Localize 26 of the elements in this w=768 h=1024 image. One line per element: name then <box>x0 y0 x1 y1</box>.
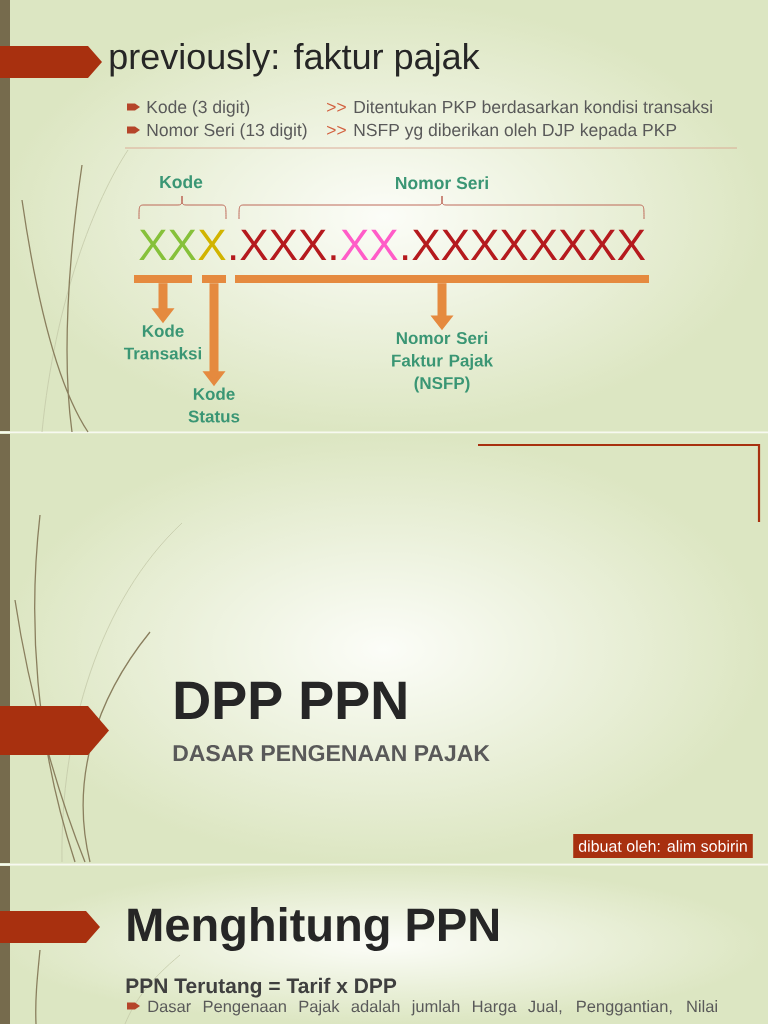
code-digits: XX <box>139 229 196 260</box>
arrow-marker: >> <box>327 125 346 135</box>
bracket-bar <box>134 275 192 283</box>
slide-subtitle: DASAR PENGENAAN PAJAK <box>173 744 490 762</box>
brace-label: Kode <box>160 175 203 189</box>
bullet-text: Ditentukan PKP berdasarkan kondisi transaksi <box>354 100 712 114</box>
code-digits: .XXXXXXXX <box>403 229 646 260</box>
bullet-text: Kode (3 digit) <box>147 100 250 117</box>
part-label: Nomor Seri Faktur Pajak (NSFP) <box>392 331 494 393</box>
bullet-text: Nomor Seri (13 digit) <box>147 123 307 140</box>
code-digits: X <box>198 229 226 260</box>
arrow-marker: >> <box>327 102 346 112</box>
slide-title: previously: faktur pajak <box>110 42 480 77</box>
part-label: Kode Transaksi <box>123 324 201 360</box>
bracket-bar <box>202 275 226 283</box>
credit-box: dibuat oleh: alim sobirin <box>573 834 753 858</box>
slide-title: Menghitung PPN <box>128 906 498 951</box>
bracket-bar <box>235 275 649 283</box>
bullet-text: Dasar Pengenaan Pajak adalah jumlah Harga Jual, Penggantian, Nilai <box>148 1000 717 1016</box>
bullet-text: NSFP yg diberikan oleh DJP kepada PKP <box>354 123 677 140</box>
brace-label: Nomor Seri <box>396 176 488 190</box>
formula-text: PPN Terutang = Tarif x DPP <box>126 977 397 998</box>
part-label: Kode Status <box>188 387 240 423</box>
slide-title: DPP PPN <box>175 681 406 719</box>
code-digits: XX <box>340 229 398 260</box>
code-digits: .XXX. <box>231 229 336 260</box>
